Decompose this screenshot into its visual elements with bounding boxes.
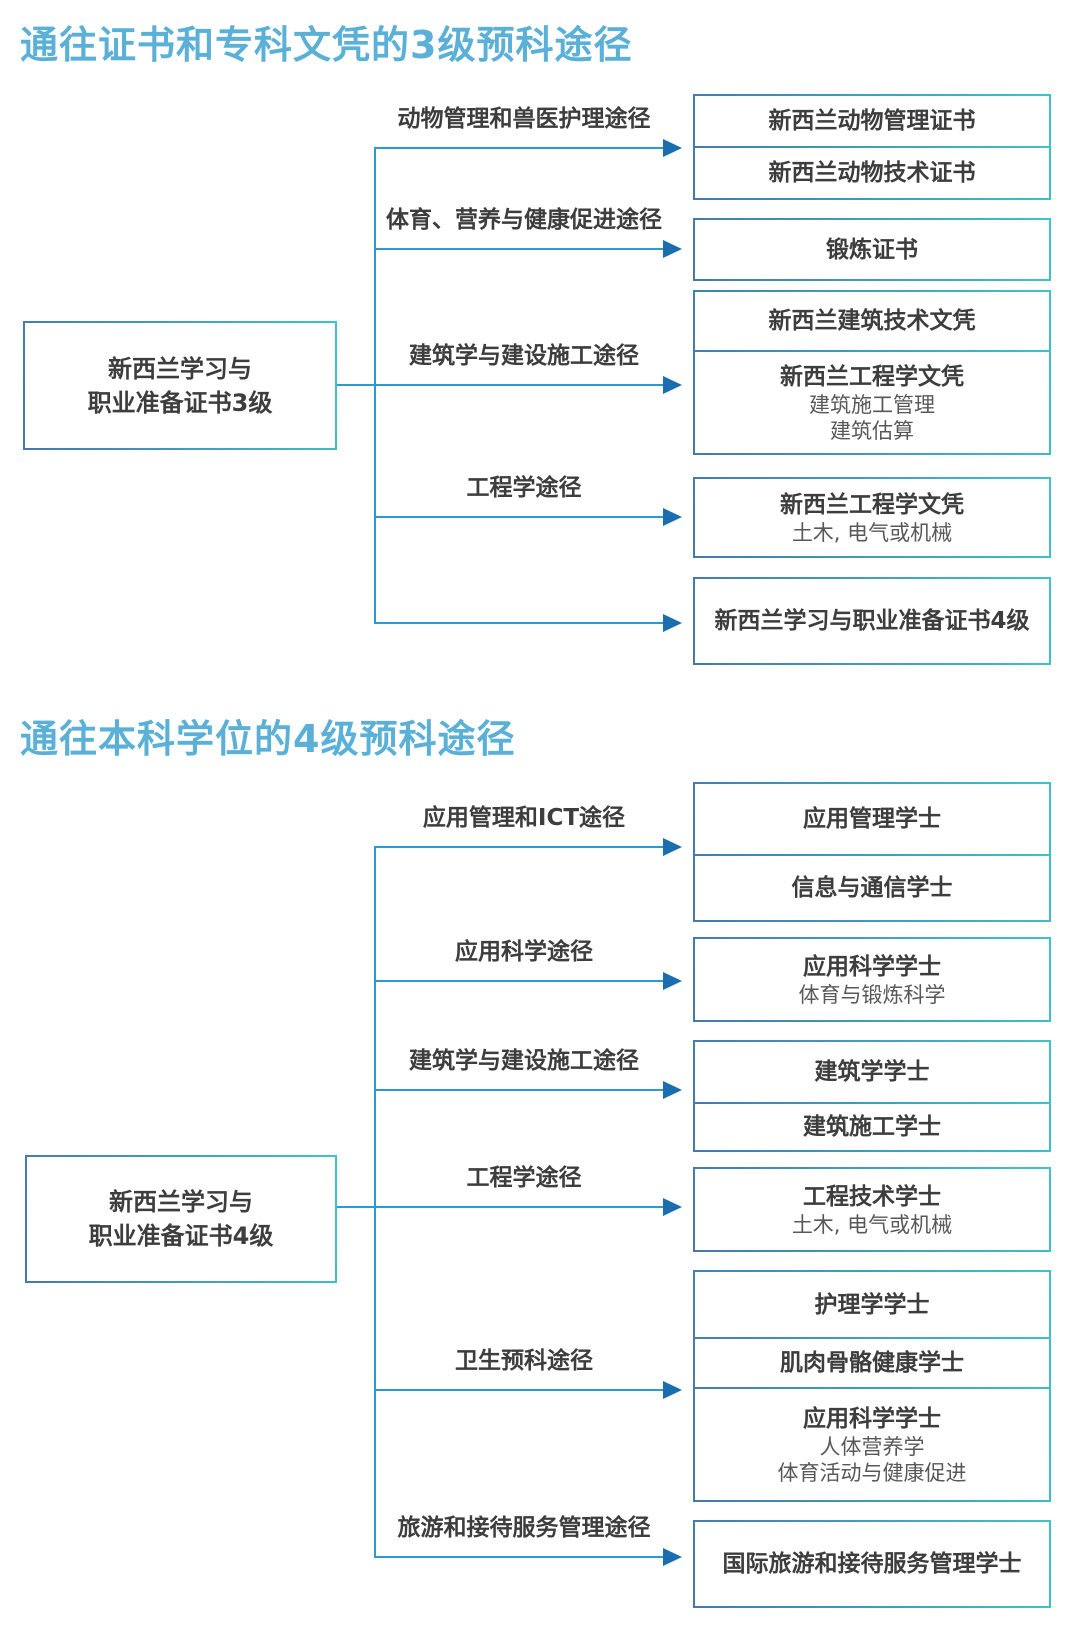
arrowhead-icon — [663, 1381, 682, 1399]
target-box: 建筑学学士 建筑施工学士 — [693, 1040, 1051, 1152]
row-title: 信息与通信学士 — [791, 875, 953, 901]
row-subtitle: 体育活动与健康促进 — [777, 1460, 967, 1485]
branch-label: 动物管理和兽医护理途径 — [397, 106, 651, 132]
source-cell: 新西兰学习与 职业准备证书3级 — [25, 323, 335, 448]
target-box: 新西兰工程学文凭 土木, 电气或机械 — [693, 477, 1051, 558]
row-title: 应用科学学士 — [803, 1405, 941, 1432]
row-title: 工程技术学士 — [803, 1183, 941, 1210]
branch-label: 旅游和接待服务管理途径 — [397, 1515, 651, 1541]
row-subtitle: 建筑施工管理 — [809, 392, 935, 417]
source-line-1: 新西兰学习与 — [109, 1188, 253, 1216]
target-box: 护理学学士 肌肉骨骼健康学士 应用科学学士 人体营养学 体育活动与健康促进 — [693, 1270, 1051, 1502]
row-title: 应用科学学士 — [803, 953, 941, 980]
connector-line — [337, 1206, 376, 1208]
row-title: 新西兰建筑技术文凭 — [768, 308, 976, 334]
target-box: 工程技术学士 土木, 电气或机械 — [693, 1167, 1051, 1252]
section1-source-box: 新西兰学习与 职业准备证书3级 — [23, 321, 337, 450]
branch-label: 建筑学与建设施工途径 — [409, 343, 639, 369]
branch-line — [376, 1556, 665, 1558]
target-row: 建筑学学士 — [695, 1042, 1049, 1102]
row-title: 护理学学士 — [814, 1291, 930, 1318]
target-row: 应用科学学士 人体营养学 体育活动与健康促进 — [695, 1389, 1049, 1500]
row-subtitle: 建筑估算 — [830, 418, 914, 443]
branch-label: 应用管理和ICT途径 — [422, 805, 626, 831]
source-line-2: 职业准备证书4级 — [88, 1222, 274, 1250]
target-row: 新西兰学习与职业准备证书4级 — [695, 579, 1049, 663]
target-row: 信息与通信学士 — [695, 856, 1049, 920]
target-row: 锻炼证书 — [695, 220, 1049, 279]
arrowhead-icon — [663, 1548, 682, 1566]
target-box: 应用管理学士 信息与通信学士 — [693, 782, 1051, 922]
row-subtitle: 体育与锻炼科学 — [798, 982, 946, 1007]
branch-line — [376, 622, 665, 624]
source-line-1: 新西兰学习与 — [108, 354, 252, 383]
branch-label: 应用科学途径 — [455, 939, 593, 965]
row-title: 新西兰动物技术证书 — [768, 160, 976, 186]
arrowhead-icon — [663, 1081, 682, 1099]
row-subtitle: 土木, 电气或机械 — [791, 520, 953, 545]
target-row: 新西兰工程学文凭 建筑施工管理 建筑估算 — [695, 352, 1049, 453]
connector-line — [337, 384, 376, 386]
branch-line — [376, 384, 665, 386]
target-row: 新西兰建筑技术文凭 — [695, 292, 1049, 350]
arrowhead-icon — [663, 838, 682, 856]
source-cell: 新西兰学习与 职业准备证书4级 — [27, 1157, 335, 1281]
arrowhead-icon — [663, 1198, 682, 1216]
section2-source-box: 新西兰学习与 职业准备证书4级 — [25, 1155, 337, 1283]
target-row: 护理学学士 — [695, 1272, 1049, 1337]
branch-label: 卫生预科途径 — [455, 1348, 593, 1374]
target-box: 锻炼证书 — [693, 218, 1051, 281]
target-box: 新西兰建筑技术文凭 新西兰工程学文凭 建筑施工管理 建筑估算 — [693, 290, 1051, 455]
arrowhead-icon — [663, 240, 682, 258]
trunk-line — [374, 147, 376, 624]
branch-line — [376, 846, 665, 848]
row-title: 锻炼证书 — [826, 236, 918, 263]
target-row: 应用科学学士 体育与锻炼科学 — [695, 939, 1049, 1020]
branch-line — [376, 980, 665, 982]
section1-title: 通往证书和专科文凭的3级预科途径 — [20, 23, 633, 67]
target-row: 建筑施工学士 — [695, 1104, 1049, 1150]
target-box: 新西兰学习与职业准备证书4级 — [693, 577, 1051, 665]
target-row: 新西兰动物管理证书 — [695, 96, 1049, 146]
arrowhead-icon — [663, 508, 682, 526]
branch-line — [376, 248, 665, 250]
target-box: 应用科学学士 体育与锻炼科学 — [693, 937, 1051, 1022]
section2-title: 通往本科学位的4级预科途径 — [20, 717, 516, 761]
branch-line — [376, 516, 665, 518]
branch-line — [376, 1389, 665, 1391]
arrowhead-icon — [663, 139, 682, 157]
target-row: 国际旅游和接待服务管理学士 — [695, 1522, 1049, 1606]
branch-line — [376, 147, 665, 149]
branch-line — [376, 1089, 665, 1091]
row-title: 新西兰工程学文凭 — [780, 363, 964, 390]
branch-label: 建筑学与建设施工途径 — [409, 1048, 639, 1074]
arrowhead-icon — [663, 614, 682, 632]
row-subtitle: 人体营养学 — [819, 1434, 925, 1459]
arrowhead-icon — [663, 376, 682, 394]
arrowhead-icon — [663, 972, 682, 990]
row-title: 新西兰学习与职业准备证书4级 — [714, 608, 1030, 634]
target-row: 新西兰动物技术证书 — [695, 148, 1049, 198]
trunk-line — [374, 846, 376, 1558]
branch-label: 体育、营养与健康促进途径 — [386, 207, 662, 233]
target-row: 新西兰工程学文凭 土木, 电气或机械 — [695, 479, 1049, 556]
row-title: 国际旅游和接待服务管理学士 — [722, 1551, 1022, 1577]
branch-label: 工程学途径 — [466, 1165, 582, 1191]
row-title: 建筑学学士 — [814, 1059, 930, 1085]
row-title: 新西兰工程学文凭 — [780, 491, 964, 518]
target-box: 新西兰动物管理证书 新西兰动物技术证书 — [693, 94, 1051, 200]
row-title: 肌肉骨骼健康学士 — [780, 1350, 964, 1376]
target-row: 工程技术学士 土木, 电气或机械 — [695, 1169, 1049, 1250]
row-subtitle: 土木, 电气或机械 — [791, 1212, 953, 1237]
target-row: 应用管理学士 — [695, 784, 1049, 854]
target-box: 国际旅游和接待服务管理学士 — [693, 1520, 1051, 1608]
source-line-2: 职业准备证书3级 — [87, 388, 273, 417]
branch-line — [376, 1206, 665, 1208]
row-title: 建筑施工学士 — [803, 1114, 941, 1140]
row-title: 应用管理学士 — [803, 806, 941, 832]
target-row: 肌肉骨骼健康学士 — [695, 1339, 1049, 1387]
branch-label: 工程学途径 — [466, 475, 582, 501]
row-title: 新西兰动物管理证书 — [768, 108, 976, 134]
